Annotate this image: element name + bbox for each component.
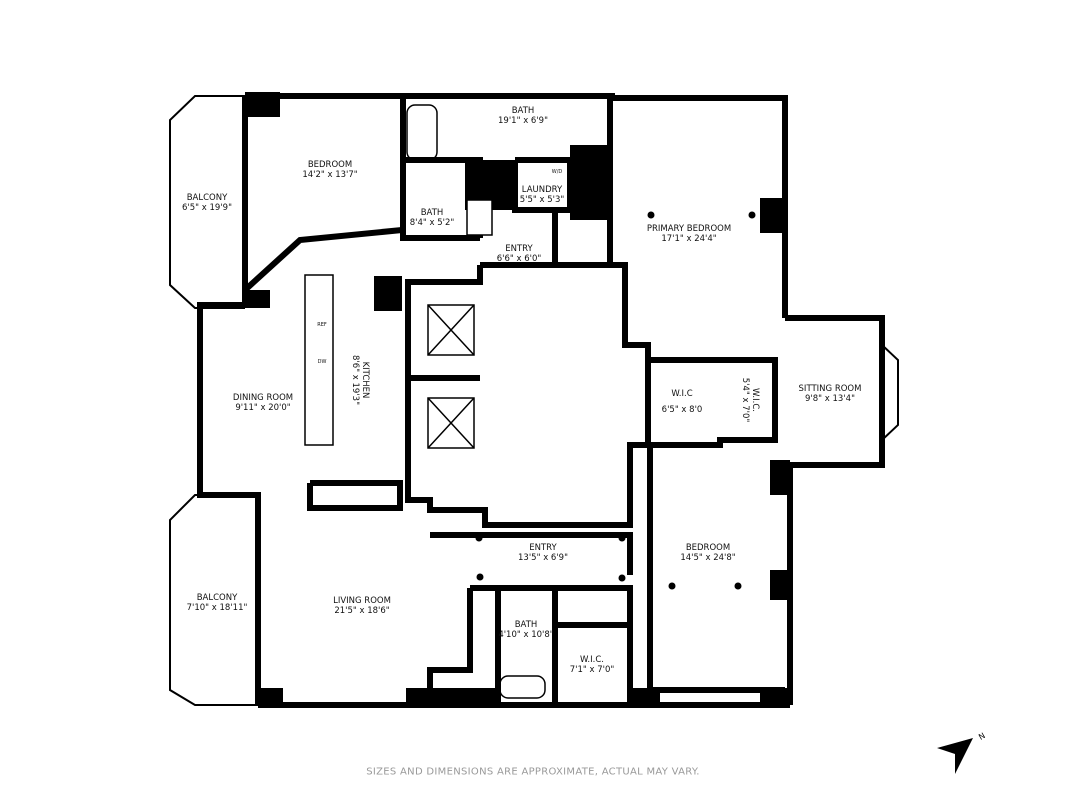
room-name: DINING ROOM — [232, 393, 294, 403]
balconies — [169, 95, 899, 706]
room-dims: 19'1" x 6'9" — [498, 116, 548, 126]
room-name: LIVING ROOM — [333, 596, 391, 606]
room-name: SITTING ROOM — [798, 384, 862, 394]
room-dims: 6'5" x 19'9" — [182, 203, 232, 213]
room-dims: 6'6" x 6'0" — [496, 254, 542, 264]
room-name: W.I.C. — [580, 655, 604, 665]
room-dims: 6'5" x 8'0 — [661, 405, 703, 415]
elevator-shafts — [304, 104, 546, 699]
room-name: BATH — [514, 620, 538, 630]
room-name: KITCHEN — [360, 361, 370, 399]
room-name: W.I.C. — [750, 388, 760, 412]
room-dims: 7'1" x 7'0" — [569, 665, 615, 675]
room-name: PRIMARY BEDROOM — [646, 224, 732, 234]
columns — [475, 211, 756, 590]
room-label-wic-2: W.I.C.5'4" x 7'0" — [740, 378, 760, 423]
room-dims: 8'6" x 19'3" — [350, 355, 360, 405]
room-name: BALCONY — [196, 593, 238, 603]
room-dims: 14'5" x 24'8" — [680, 553, 736, 563]
room-name: BEDROOM — [307, 160, 353, 170]
room-dims: 4'10" x 10'8" — [498, 630, 554, 640]
room-dims: 9'11" x 20'0" — [235, 403, 291, 413]
washer-dryer-label: W/D — [551, 169, 563, 175]
room-name: BALCONY — [186, 193, 228, 203]
room-name: BEDROOM — [685, 543, 731, 553]
room-dims: 17'1" x 24'4" — [661, 234, 717, 244]
room-dims: 21'5" x 18'6" — [334, 606, 390, 616]
room-name: LAUNDRY — [521, 185, 563, 195]
room-dims: 5'5" x 5'3" — [519, 195, 565, 205]
refrigerator-label: REF — [317, 322, 327, 328]
room-dims: 14'2" x 13'7" — [302, 170, 358, 180]
room-dims: 5'4" x 7'0" — [740, 377, 750, 423]
walls — [197, 93, 885, 708]
room-name: BATH — [511, 106, 535, 116]
room-dims: 8'4" x 5'2" — [409, 218, 455, 228]
disclaimer: SIZES AND DIMENSIONS ARE APPROXIMATE, AC… — [366, 766, 700, 778]
room-name: ENTRY — [505, 244, 533, 254]
room-name: BATH — [420, 208, 444, 218]
dishwasher-label: DW — [317, 359, 327, 365]
room-name: W.I.C — [671, 389, 693, 399]
north-arrow-icon: N — [935, 730, 995, 784]
room-name: ENTRY — [529, 543, 557, 553]
room-label-wic-1: W.I.C 6'5" x 8'0 — [662, 389, 703, 415]
room-dims: 13'5" x 6'9" — [518, 553, 568, 563]
room-dims: 7'10" x 18'11" — [186, 603, 248, 613]
room-dims: 9'8" x 13'4" — [805, 394, 855, 404]
wall-blocks — [245, 92, 790, 705]
room-label-wic-3: W.I.C.7'1" x 7'0" — [570, 655, 615, 675]
